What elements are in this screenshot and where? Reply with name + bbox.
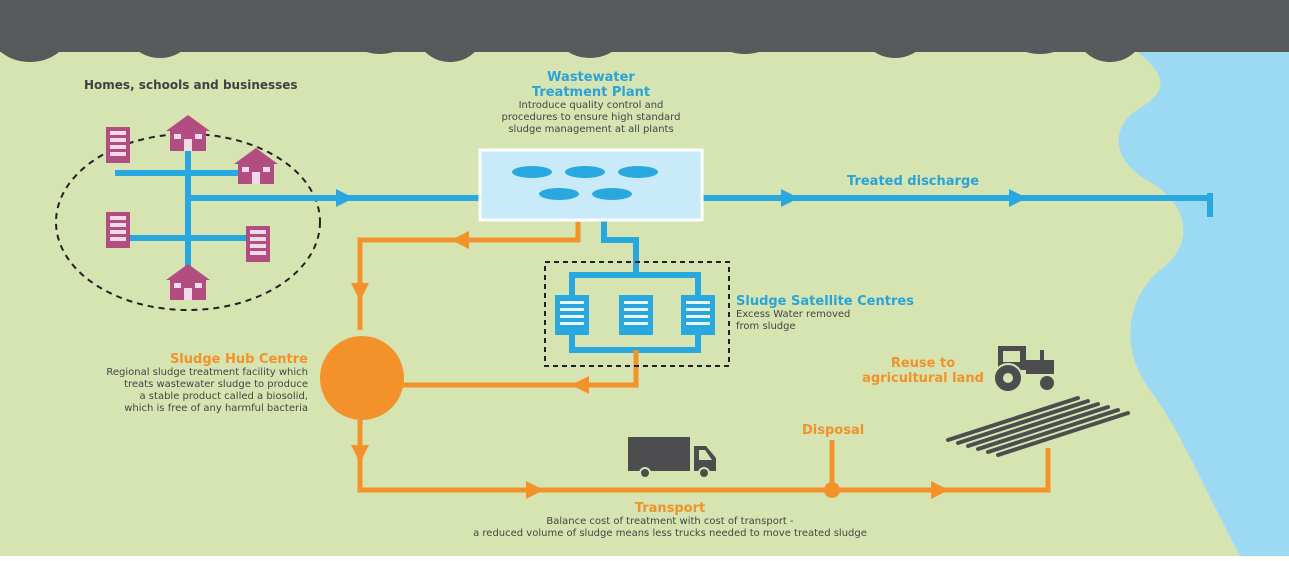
reuse-line1: Reuse to [890,356,956,371]
treatment-plant-desc-line: sludge management at all plants [508,124,674,135]
field-furrow [986,408,1120,454]
satellite-desc-line: from sludge [736,321,796,332]
hub-desc-line: a stable product called a biosolid, [139,391,309,402]
arrow-icon [931,481,949,499]
arrow-icon [336,189,1027,499]
treatment-plant-desc-line: procedures to ensure high standard [501,112,681,123]
field-furrow [966,402,1100,448]
arrow-icon [571,376,589,394]
homes-boundary [55,133,321,311]
settling-tank-icon [512,166,658,200]
treated-discharge-label: Treated discharge [847,174,980,189]
hub-desc-line: Regional sludge treatment facility which [106,367,308,378]
disposal-label: Disposal [802,423,865,438]
truck-icon [628,437,716,479]
arrow-icon [351,283,369,301]
transport-title: Transport [634,501,706,516]
transport-label: Transport Balance cost of treatment with… [440,501,900,540]
satellite-title: Sludge Satellite Centres [736,294,914,309]
arrow-icon [451,231,469,249]
field-furrow [956,399,1090,445]
arrow-icon [351,445,369,463]
transport-desc-line: Balance cost of treatment with cost of t… [546,516,794,527]
treatment-plant-title-line1: Wastewater [547,70,635,85]
field-furrow [976,405,1110,451]
tractor-icon [993,346,1056,393]
field-furrow [996,411,1130,457]
satellite-building-icon [619,295,653,335]
satellite-building-icon [681,295,715,335]
transport-desc-line: a reduced volume of sludge means less tr… [473,528,867,539]
hub-label: Sludge Hub Centre Regional sludge treatm… [80,352,308,415]
apartment-icon [106,212,130,248]
satellite-desc-line: Excess Water removed [736,309,851,320]
cloud-bumps [0,0,1289,62]
apartment-icon [246,226,270,262]
reuse-line2: agricultural land [862,371,984,386]
arrow-icon [1009,189,1027,207]
homes-title: Homes, schools and businesses [84,78,298,92]
satellite-label: Sludge Satellite Centres Excess Water re… [736,294,936,333]
satellite-boundary [544,261,730,367]
hub-title: Sludge Hub Centre [169,352,308,367]
arrow-icon [781,189,799,207]
hub-centre-icon [320,336,404,420]
treatment-plant-title-line2: Treatment Plant [531,85,651,100]
field-furrow [946,396,1080,442]
disposal-node [824,482,840,498]
hub-desc-line: treats wastewater sludge to produce [124,379,308,390]
arrow-icon [336,189,354,207]
treatment-plant-box [478,148,704,222]
cloud-base [0,30,1289,52]
treatment-plant-desc-line: Introduce quality control and [518,100,664,111]
field-icon [946,396,1130,457]
satellite-building-icon [555,295,589,335]
apartment-icon [106,127,130,163]
reuse-label: Reuse to agricultural land [848,356,998,386]
treatment-plant-label: Wastewater Treatment Plant Introduce qua… [468,70,714,136]
river-icon [1118,52,1289,556]
arrow-icon [526,481,544,499]
hub-desc-line: which is free of any harmful bacteria [124,403,308,414]
